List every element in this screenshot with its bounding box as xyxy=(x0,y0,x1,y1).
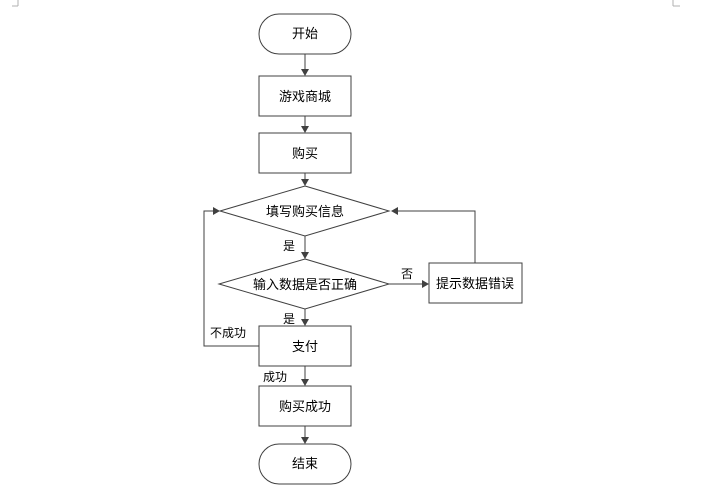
arrowhead-icon xyxy=(301,319,309,326)
edge-label-pay-failed: 不成功 xyxy=(210,326,246,340)
purchase-success-box xyxy=(258,385,352,427)
purchase-success-label: 购买成功 xyxy=(279,399,331,415)
end-terminal xyxy=(258,443,352,485)
node-purchase-success: 购买成功 xyxy=(258,385,352,427)
payment-label: 支付 xyxy=(292,340,318,355)
edge-label-no-check: 否 xyxy=(401,267,413,281)
node-error-prompt: 提示数据错误 xyxy=(428,262,523,304)
arrowhead-icon xyxy=(301,437,309,444)
arrowhead-icon xyxy=(422,280,429,288)
edge-error-to-fill xyxy=(398,210,476,263)
payment-box xyxy=(258,325,352,367)
check-input-diamond xyxy=(217,258,391,310)
arrowhead-icon xyxy=(301,69,309,76)
fill-info-diamond xyxy=(218,185,391,237)
node-check-input: 输入数据是否正确 xyxy=(217,258,391,310)
arrowhead-icon xyxy=(301,179,309,186)
arrowhead-icon xyxy=(301,252,309,259)
edges xyxy=(203,54,476,444)
end-label: 结束 xyxy=(292,457,318,472)
start-label: 开始 xyxy=(292,27,318,42)
node-game-mall: 游戏商城 xyxy=(258,75,352,117)
error-prompt-box xyxy=(428,262,523,304)
edge-label-pay-success: 成功 xyxy=(263,370,287,384)
game-mall-label: 游戏商城 xyxy=(279,90,331,105)
arrowhead-icon xyxy=(301,379,309,386)
node-fill-info: 填写购买信息 xyxy=(218,185,391,237)
node-purchase: 购买 xyxy=(258,132,352,174)
edge-payment-fail-loop xyxy=(203,210,259,347)
error-prompt-label: 提示数据错误 xyxy=(436,276,514,292)
arrowhead-icon xyxy=(301,126,309,133)
purchase-label: 购买 xyxy=(292,146,318,162)
node-end: 结束 xyxy=(258,443,352,485)
node-payment: 支付 xyxy=(258,325,352,367)
arrowhead-icon xyxy=(391,207,398,215)
edge-label-yes-fill: 是 xyxy=(283,239,295,253)
fill-info-label: 填写购买信息 xyxy=(266,204,344,220)
edge-label-yes-check: 是 xyxy=(283,312,295,326)
game-mall-box xyxy=(258,75,352,117)
arrowhead-icon xyxy=(213,207,220,215)
check-input-label: 输入数据是否正确 xyxy=(253,277,357,293)
node-start: 开始 xyxy=(258,13,352,55)
start-terminal xyxy=(258,13,352,55)
purchase-box xyxy=(258,132,352,174)
